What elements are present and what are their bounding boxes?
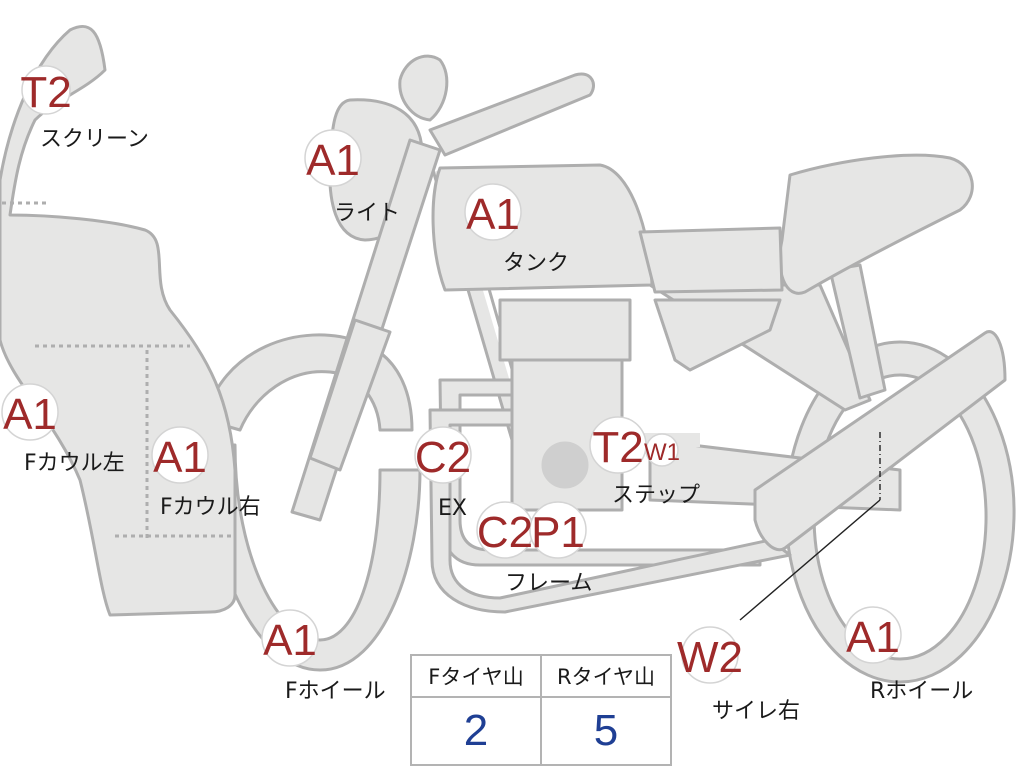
marker-front-wheel (261, 609, 319, 667)
engine-case (541, 441, 589, 489)
grade-screen: T2 (20, 68, 71, 117)
label-tank: タンク (503, 251, 569, 276)
grade-cowl-right: A1 (153, 433, 207, 482)
marker-cowl-right (151, 426, 209, 484)
label-step: ステップ (612, 483, 700, 508)
grade-muffler-right: W2 (677, 633, 743, 682)
label-light: ライト (334, 201, 400, 226)
rear-tire-header: Rタイヤ山 (540, 654, 672, 698)
marker-muffler-right (681, 626, 739, 684)
label-exhaust: EX (438, 496, 467, 521)
seat-front (638, 226, 784, 294)
label-frame: フレーム (505, 571, 592, 596)
label-muffler-right: サイレ右 (712, 699, 800, 724)
engine-head (498, 298, 632, 362)
table-row: 2 5 (410, 696, 672, 766)
mirror (398, 54, 449, 122)
grade-rear-wheel: A1 (846, 613, 900, 662)
table-row: Fタイヤ山 Rタイヤ山 (410, 654, 672, 698)
label-cowl-left: Fカウル左 (24, 451, 125, 476)
marker-rear-wheel (844, 606, 902, 664)
grade-frame-p: P1 (531, 508, 585, 557)
marker-light (304, 129, 362, 187)
grade-cowl-left: A1 (3, 390, 57, 439)
label-screen: スクリーン (40, 127, 149, 152)
muffler (753, 330, 1007, 552)
grade-tank: A1 (466, 190, 520, 239)
marker-step-w (645, 433, 679, 467)
fork-guard (308, 318, 392, 472)
label-cowl-right: Fカウル右 (160, 495, 261, 520)
marker-cowl-left (1, 383, 59, 441)
front-tire-value: 2 (410, 696, 542, 766)
grade-step-t: T2 (592, 423, 643, 472)
handlebar (428, 72, 595, 157)
label-rear-wheel: Rホイール (870, 679, 973, 704)
marker-tank (464, 183, 522, 241)
grade-exhaust: C2 (415, 433, 471, 482)
label-front-wheel: Fホイール (285, 679, 386, 704)
marker-screen (21, 65, 71, 115)
grade-light: A1 (306, 136, 360, 185)
marker-frame-p (529, 501, 587, 559)
side-panel (653, 298, 782, 372)
grade-front-wheel: A1 (263, 616, 317, 665)
tire-tread-table: Fタイヤ山 Rタイヤ山 2 5 (410, 654, 672, 766)
front-tire-header: Fタイヤ山 (410, 654, 542, 698)
marker-exhaust (414, 426, 472, 484)
grade-frame-c: C2 (477, 508, 533, 557)
marker-step-t (589, 416, 647, 474)
seat (778, 153, 974, 295)
rear-tire-value: 5 (540, 696, 672, 766)
grade-step-w: W1 (644, 439, 680, 466)
muffler-leader-line (739, 432, 881, 621)
